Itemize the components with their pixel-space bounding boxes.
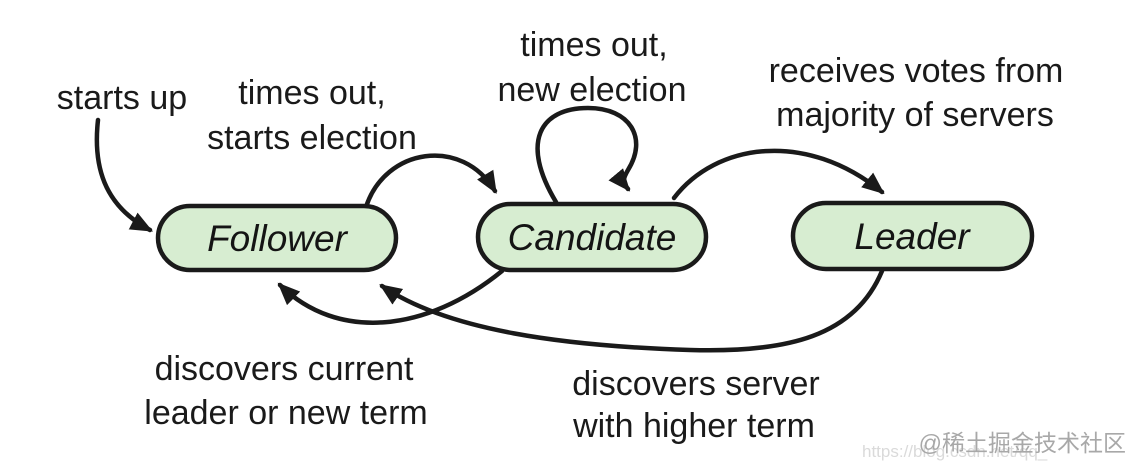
state-label-follower: Follower: [207, 218, 348, 259]
edge-label-receives-votes-line2: majority of servers: [776, 96, 1054, 134]
edge-label-discovers-server-line1: discovers server: [572, 365, 820, 403]
state-node-leader: Leader: [790, 200, 1035, 272]
edge-label-times-out-starts-election-line1: times out,: [238, 74, 385, 112]
edge-label-discovers-current-line2: leader or new term: [144, 394, 427, 432]
state-pill-candidate: [475, 201, 709, 273]
edge-arrow-follower-to-candidate: [363, 153, 498, 210]
edge-labels: starts up times out, starts election tim…: [57, 26, 1064, 445]
state-node-follower: Follower: [155, 203, 399, 273]
state-pill-leader: [790, 200, 1035, 272]
edge-label-discovers-current-line1: discovers current: [155, 350, 414, 388]
edge-label-receives-votes-line1: receives votes from: [769, 52, 1064, 90]
watermark-community-tag: @稀土掘金技术社区: [919, 430, 1126, 456]
edge-label-times-out-new-election-line1: times out,: [520, 26, 667, 64]
watermark-url: https://blog.csdn.net/qq_: [862, 442, 1048, 461]
edge-label-times-out-starts-election-line2: starts election: [207, 119, 417, 157]
edge-arrow-candidate-to-leader: [671, 148, 885, 201]
edge-label-discovers-server-line2: with higher term: [572, 407, 815, 445]
state-pill-follower: [155, 203, 399, 273]
edge-arrow-candidate-to-follower: [277, 268, 505, 325]
state-label-leader: Leader: [854, 216, 971, 257]
edges: [94, 105, 885, 353]
state-label-candidate: Candidate: [508, 217, 677, 258]
state-node-candidate: Candidate: [475, 201, 709, 273]
edge-label-starts-up: starts up: [57, 79, 187, 117]
edge-arrow-start-to-follower: [94, 117, 153, 233]
edge-arrow-candidate-self-loop: [535, 105, 639, 205]
edge-label-times-out-new-election-line2: new election: [497, 71, 686, 109]
edge-arrow-leader-to-follower: [379, 268, 885, 353]
watermarks: https://blog.csdn.net/qq_ @稀土掘金技术社区: [862, 430, 1126, 461]
